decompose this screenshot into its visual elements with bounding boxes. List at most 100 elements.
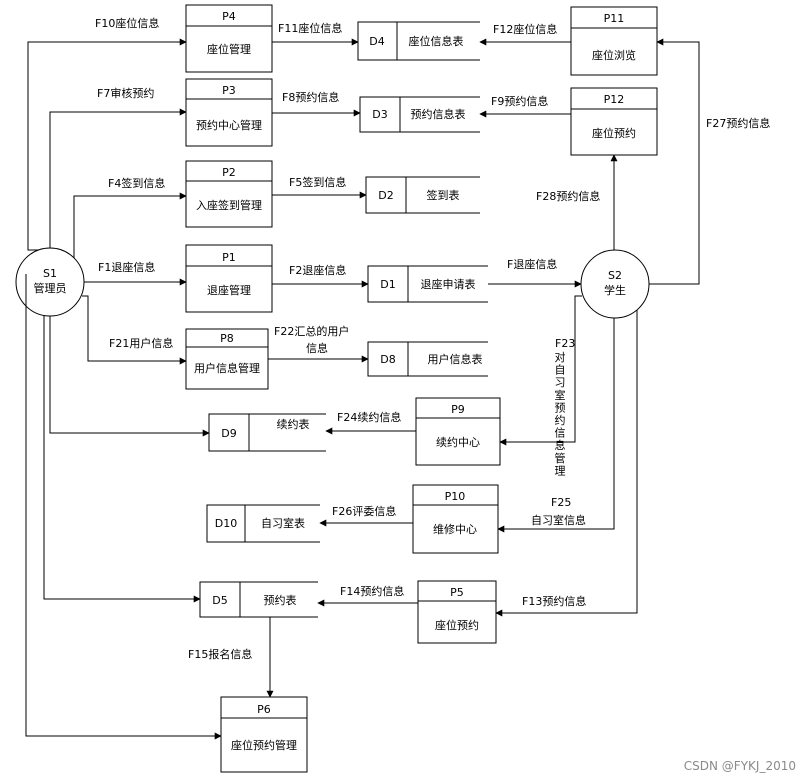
- flow-label-f26: F26评委信息: [332, 504, 396, 518]
- store-d10: D10 自习室表: [206, 504, 320, 543]
- store-d2-name: 签到表: [427, 188, 460, 202]
- store-d2-id: D2: [378, 189, 393, 202]
- process-p10: P10 维修中心: [412, 484, 499, 554]
- process-p2-id: P2: [222, 166, 236, 179]
- entity-s2-id: S2: [608, 269, 622, 282]
- flow-label-f24: F24续约信息: [337, 410, 401, 424]
- store-d5-name: 预约表: [264, 593, 297, 607]
- store-d4-name: 座位信息表: [409, 34, 464, 48]
- flow-label-f2: F2退座信息: [289, 263, 346, 277]
- flow-label-f23-char: 预: [555, 401, 566, 414]
- store-d3-name: 预约信息表: [411, 107, 466, 121]
- store-d3: D3 预约信息表: [359, 96, 480, 133]
- flow-label-f11: F11座位信息: [278, 21, 342, 35]
- flow-label-f5: F5签到信息: [289, 175, 346, 189]
- process-p1: P1 退座管理: [185, 244, 273, 313]
- flow-label-f22-line2: 信息: [306, 341, 328, 355]
- flow-label-f14: F14预约信息: [340, 584, 404, 598]
- process-p8: P8 用户信息管理: [185, 328, 269, 390]
- store-d3-id: D3: [372, 108, 387, 121]
- entity-s1-name: 管理员: [34, 281, 67, 295]
- store-d9-name: 续约表: [277, 417, 310, 431]
- store-d1-id: D1: [380, 278, 395, 291]
- flow-label-f8: F8预约信息: [282, 90, 339, 104]
- process-p4: P4 座位管理: [185, 4, 273, 73]
- store-d1: D1 退座申请表: [367, 265, 488, 303]
- process-p2-name: 入座签到管理: [196, 198, 262, 212]
- store-d9-id: D9: [221, 427, 236, 440]
- process-p4-id: P4: [222, 10, 236, 23]
- flow-label-f23-char: 约: [555, 414, 566, 427]
- flow-labels: F10座位信息 F11座位信息 F12座位信息 F7审核预约 F8预约信息 F9…: [95, 16, 770, 661]
- flow-label-f15: F15报名信息: [188, 647, 252, 661]
- flow-label-f13: F13预约信息: [522, 594, 586, 608]
- store-d8-name: 用户信息表: [428, 352, 483, 366]
- flow-label-f25-line2: 自习室信息: [531, 513, 586, 527]
- process-p3-id: P3: [222, 84, 236, 97]
- flow-label-f23-char: 管: [555, 451, 566, 465]
- flow-label-f22-line1: F22汇总的用户: [274, 324, 349, 338]
- entity-s1-id: S1: [43, 267, 57, 280]
- flow-label-f27: F27预约信息: [706, 116, 770, 130]
- process-p1-name: 退座管理: [207, 283, 251, 297]
- process-p8-name: 用户信息管理: [194, 361, 260, 375]
- process-p5-name: 座位预约: [435, 618, 479, 632]
- store-d4-id: D4: [369, 35, 384, 48]
- flow-label-f28: F28预约信息: [536, 189, 600, 203]
- process-p4-name: 座位管理: [207, 42, 251, 56]
- flow-label-f23-char: 习: [555, 376, 566, 389]
- process-p11-name: 座位浏览: [592, 48, 636, 62]
- process-p6-id: P6: [257, 703, 271, 716]
- flow-label-f12: F12座位信息: [493, 22, 557, 36]
- flow-lines-admin: [25, 38, 222, 740]
- entity-s2-name: 学生: [604, 283, 626, 297]
- entity-s1-admin: S1 管理员: [15, 247, 85, 317]
- flow-label-d1-out: F退座信息: [507, 257, 557, 271]
- process-p9-id: P9: [451, 403, 465, 416]
- process-p8-id: P8: [220, 332, 234, 345]
- process-p3: P3 预约中心管理: [185, 78, 273, 147]
- store-d10-id: D10: [215, 517, 237, 530]
- process-p5: P5 座位预约: [417, 580, 497, 644]
- flow-label-f10: F10座位信息: [95, 16, 159, 30]
- process-p9: P9 续约中心: [415, 397, 501, 466]
- store-d5-id: D5: [212, 594, 227, 607]
- process-p9-name: 续约中心: [436, 435, 480, 449]
- entity-s2-student: S2 学生: [580, 249, 650, 319]
- flow-label-f23-char: 室: [555, 388, 566, 402]
- process-p6: P6 座位预约管理: [220, 696, 308, 773]
- process-p12: P12 座位预约: [570, 87, 658, 156]
- store-d8: D8 用户信息表: [367, 341, 488, 377]
- flow-label-f9: F9预约信息: [491, 94, 548, 108]
- flow-label-f23-char: 自: [555, 364, 566, 377]
- store-d4: D4 座位信息表: [357, 21, 480, 61]
- store-d9: D9 续约表: [208, 413, 326, 452]
- process-p10-name: 维修中心: [433, 522, 477, 536]
- flow-label-f21: F21用户信息: [109, 336, 173, 350]
- process-p12-id: P12: [604, 93, 625, 106]
- process-p1-id: P1: [222, 251, 236, 264]
- store-d8-id: D8: [380, 353, 395, 366]
- process-p3-name: 预约中心管理: [196, 118, 262, 132]
- flow-label-f4: F4签到信息: [108, 176, 165, 190]
- flow-label-f25-line1: F25: [551, 496, 571, 509]
- flow-lines-middle: [266, 38, 369, 698]
- process-p11: P11 座位浏览: [570, 6, 658, 76]
- flow-label-f23-char: 对: [555, 350, 566, 364]
- store-d10-name: 自习室表: [261, 516, 305, 530]
- flow-label-f23-char: 信: [555, 427, 566, 440]
- flow-label-f23-line1: F23: [555, 337, 575, 350]
- process-p5-id: P5: [450, 586, 464, 599]
- flow-lines-student: [317, 38, 700, 617]
- watermark: CSDN @FYKJ_2010: [684, 759, 796, 773]
- flow-label-f23-char: 息: [555, 438, 566, 452]
- process-p12-name: 座位预约: [592, 126, 636, 140]
- process-p6-name: 座位预约管理: [231, 738, 297, 752]
- flow-label-f1: F1退座信息: [98, 260, 155, 274]
- flow-label-f23-char: 理: [555, 464, 566, 477]
- store-d5: D5 预约表: [199, 581, 318, 618]
- store-d2: D2 签到表: [365, 176, 480, 214]
- process-p10-id: P10: [445, 490, 466, 503]
